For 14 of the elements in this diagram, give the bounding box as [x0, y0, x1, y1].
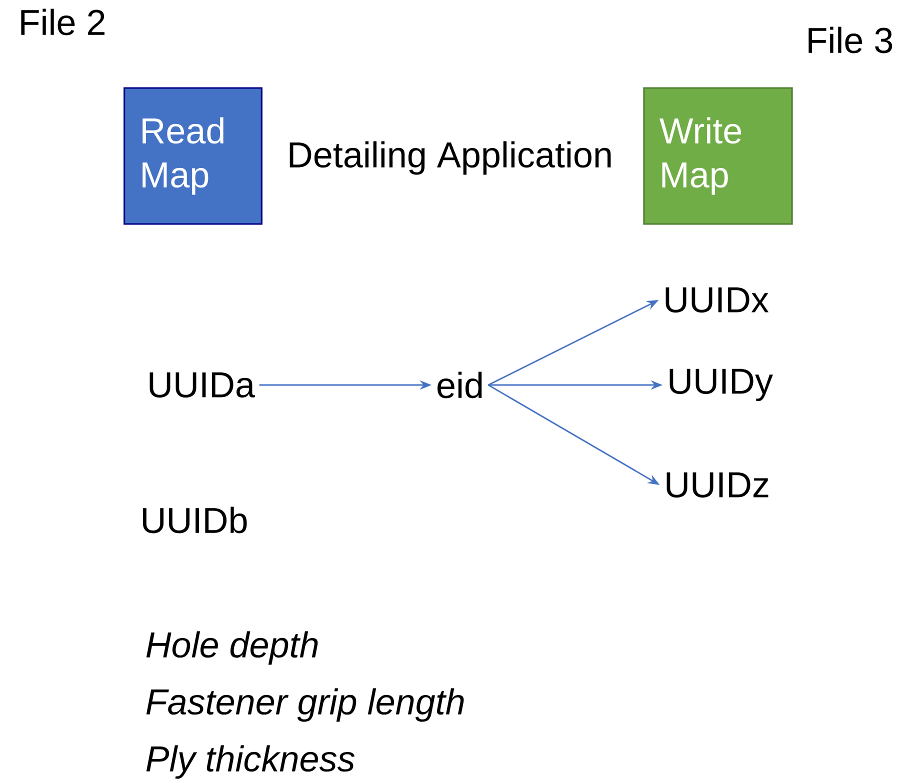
parameter-label: Hole depth	[146, 631, 318, 665]
application-label: Detailing Application	[290, 141, 611, 175]
file-label: File 3	[808, 26, 892, 54]
uuid-label: UUIDb	[143, 506, 247, 534]
file-label: File 2	[21, 8, 104, 36]
parameter-label: Ply thickness	[146, 745, 355, 779]
node-text: UUIDy	[670, 368, 773, 402]
parameter-label: Fastener grip length	[146, 688, 464, 722]
node-text: UUIDx	[666, 287, 769, 313]
node-text: UUIDa	[150, 372, 256, 398]
read-map-box: Read Map	[124, 87, 262, 225]
node-text: UUIDz	[666, 472, 768, 498]
node-text: eid	[438, 372, 482, 398]
write-map-box: Write Map	[643, 87, 793, 225]
